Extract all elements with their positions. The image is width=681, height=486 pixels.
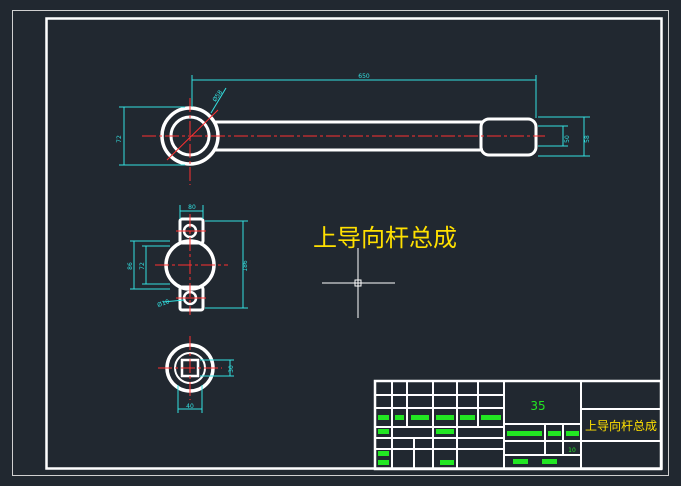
dim-right-large: 58 (584, 135, 591, 143)
outer-frame (12, 10, 669, 476)
title-block-part-name: 上导向杆总成 (585, 418, 657, 433)
front-view: 650 72 50 58 Ø58 (116, 73, 591, 185)
dim-bottom-width: 40 (186, 403, 194, 410)
dim-mid-right: 186 (242, 260, 249, 272)
dim-top-diam: Ø58 (211, 89, 224, 103)
dim-right-small: 50 (564, 135, 571, 143)
end-view: 40 30 (158, 336, 235, 413)
dim-length: 650 (358, 73, 370, 80)
dim-mid-left-1: 86 (127, 262, 134, 270)
drawing-title: 上导向杆总成 (313, 224, 457, 252)
crosshair-cursor[interactable] (322, 248, 395, 318)
title-block: 35 上导向杆总成 10 (373, 379, 663, 471)
rod-body (214, 120, 483, 152)
dim-left-height: 72 (116, 135, 123, 143)
inner-frame (45, 17, 663, 470)
title-block-marks (378, 415, 579, 465)
diam-leader-red (166, 109, 219, 161)
title-block-frame (373, 379, 663, 471)
dim-mid-left-2: 72 (139, 262, 146, 270)
title-block-scale-cell: 10 (568, 447, 576, 454)
side-view: 80 86 72 186 Ø10 (127, 204, 249, 315)
dim-mid-top-width: 80 (188, 204, 196, 211)
dim-bottom-right: 30 (228, 365, 235, 373)
title-block-material: 35 (530, 399, 545, 413)
dim-mid-small-diam: Ø10 (156, 298, 170, 309)
right-end-block (479, 117, 538, 157)
